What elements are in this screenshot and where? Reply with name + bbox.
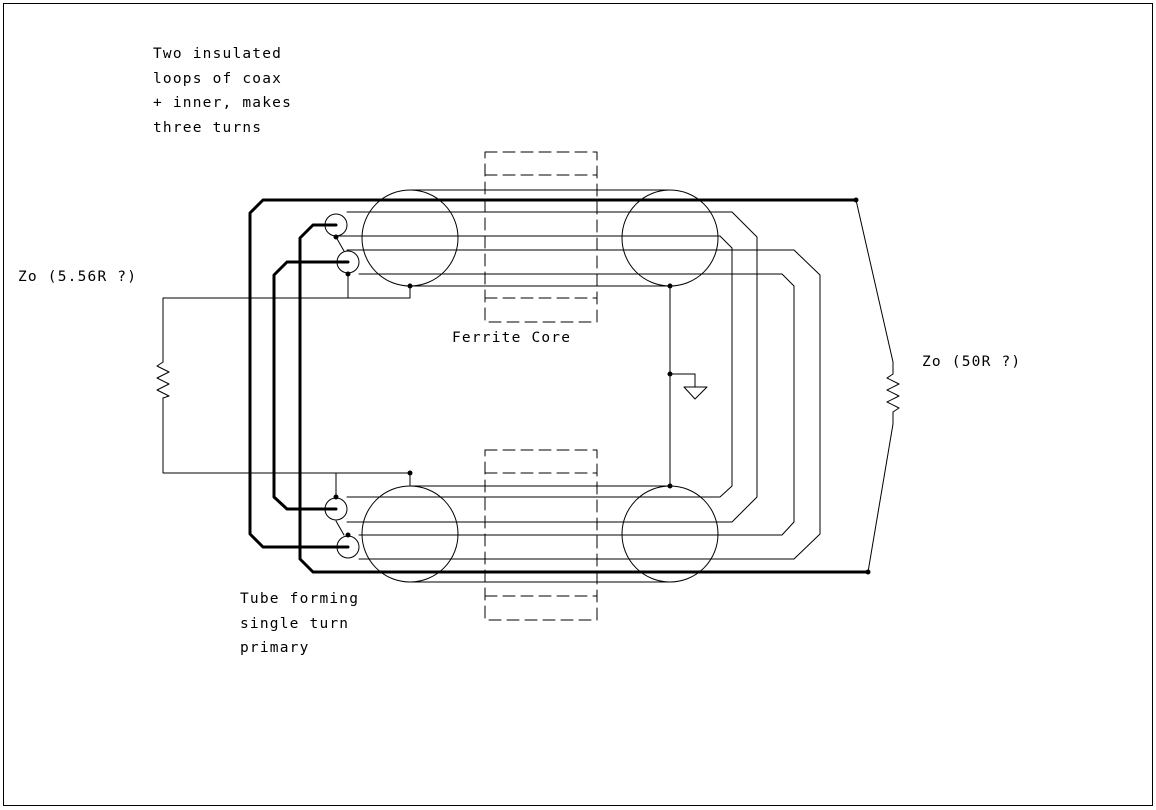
zo-right-label: Zo (50R ?) bbox=[922, 354, 1022, 370]
right-load-network bbox=[853, 197, 894, 575]
coax-note-line: loops of coax bbox=[153, 70, 283, 87]
zo-left-label: Zo (5.56R ?) bbox=[18, 269, 138, 285]
coax-note: Two insulated loops of coax + inner, mak… bbox=[153, 42, 292, 140]
inner-loop bbox=[272, 260, 350, 511]
tube-circle-top-right bbox=[621, 189, 719, 287]
coax-link-top bbox=[335, 236, 345, 252]
resistor-right bbox=[886, 373, 900, 413]
left-load-network bbox=[162, 273, 413, 498]
resistor-left bbox=[156, 361, 170, 399]
tube-link-right bbox=[667, 283, 696, 489]
tube-note-line: Tube forming bbox=[240, 591, 360, 607]
coax-note-line: Two insulated bbox=[153, 46, 283, 62]
primary-loop bbox=[248, 198, 870, 574]
tube-circle-bottom-left bbox=[361, 485, 459, 583]
tube-note-line: primary bbox=[240, 640, 310, 656]
coax-loop-1 bbox=[335, 211, 821, 560]
drawing-sheet bbox=[3, 3, 1153, 806]
tube-note: Tube forming single turn primary bbox=[240, 587, 359, 661]
ground-icon bbox=[683, 386, 708, 400]
tube-outline-top bbox=[409, 189, 671, 287]
tube-circle-bottom-right bbox=[621, 485, 719, 583]
ferrite-core-label: Ferrite Core bbox=[452, 330, 572, 346]
coax-link-bottom bbox=[335, 520, 345, 536]
tube-note-line: single turn bbox=[240, 615, 350, 632]
coax-note-line: three turns bbox=[153, 119, 263, 136]
tube-outline-bottom bbox=[409, 485, 671, 583]
tube-circle-top-left bbox=[361, 189, 459, 287]
coax-note-line: + inner, makes bbox=[153, 95, 293, 111]
ferrite-core-top bbox=[484, 151, 598, 323]
